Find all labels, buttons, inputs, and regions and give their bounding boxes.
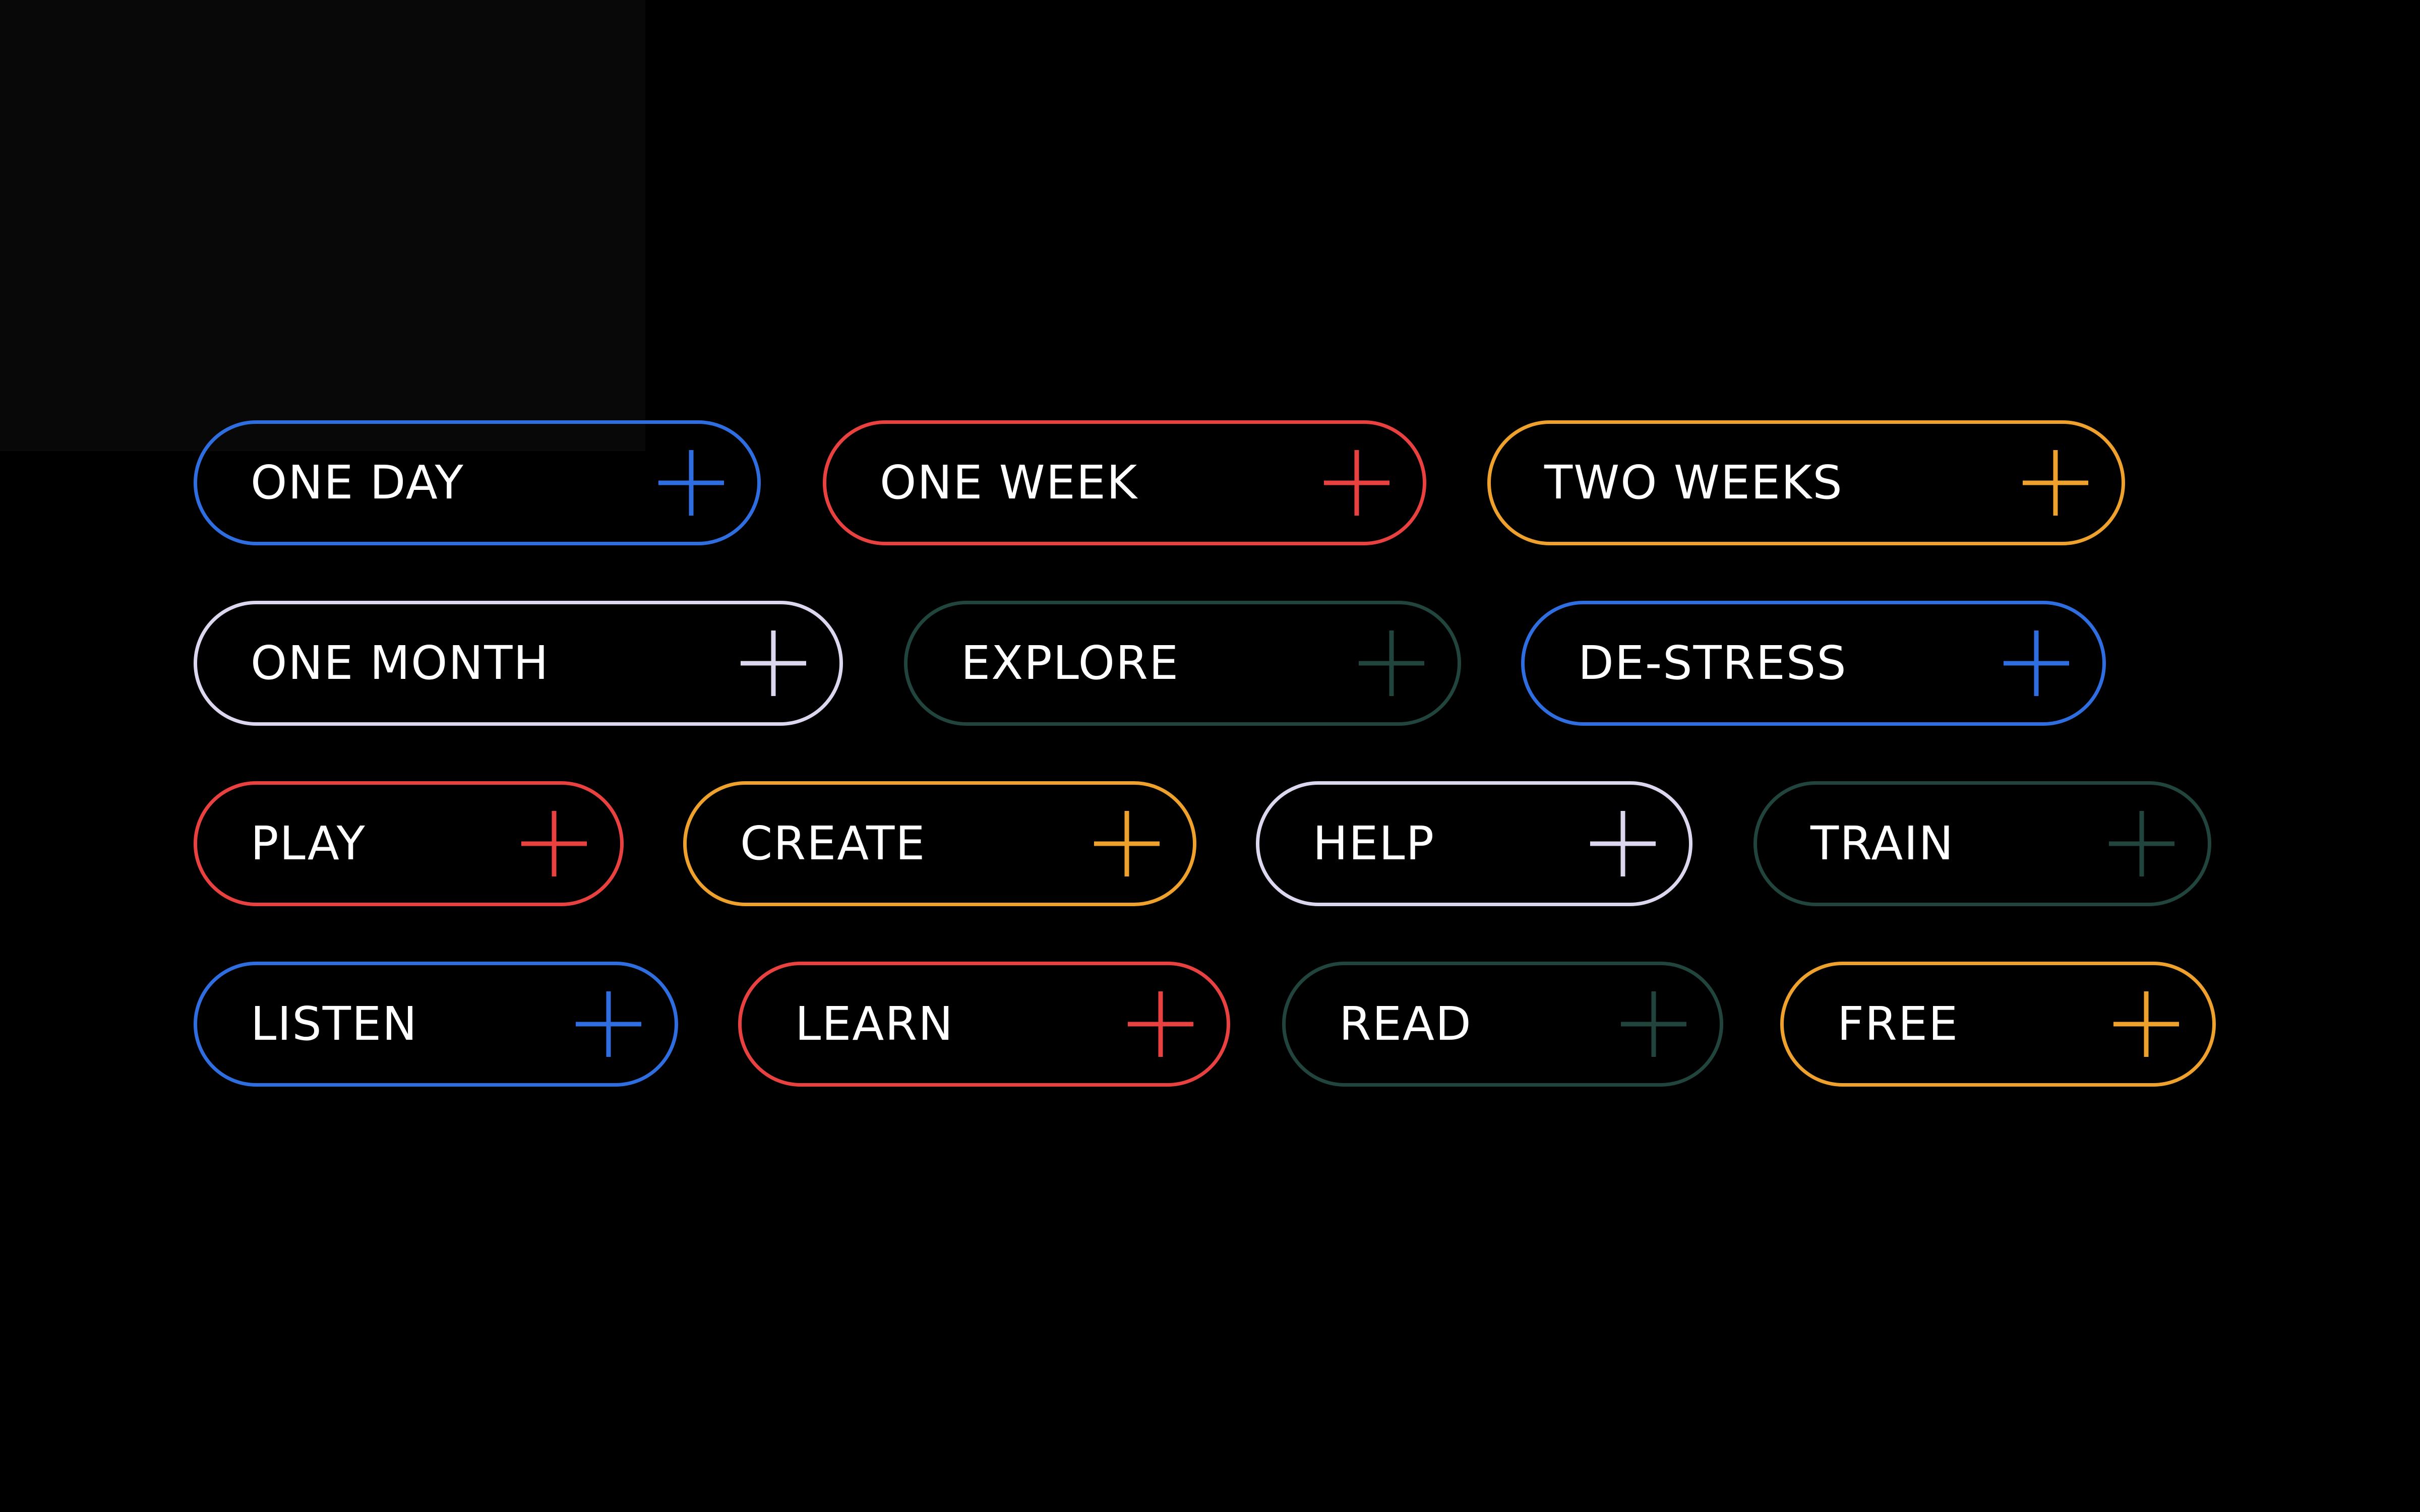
chip-label: FREE	[1837, 997, 1959, 1051]
plus-icon	[1128, 991, 1193, 1057]
plus-icon	[1621, 991, 1686, 1057]
chip-one-month[interactable]: ONE MONTH	[194, 601, 843, 726]
chip-row-4: LISTEN LEARN READ FREE	[194, 962, 2420, 1087]
chip-label: TWO WEEKS	[1544, 456, 1843, 510]
plus-icon	[1324, 450, 1389, 516]
chip-row-1: ONE DAY ONE WEEK TWO WEEKS	[194, 420, 2420, 545]
plus-icon	[2004, 631, 2069, 696]
plus-icon	[521, 811, 587, 876]
plus-icon	[741, 631, 806, 696]
chip-explore[interactable]: EXPLORE	[904, 601, 1461, 726]
chip-label: ONE DAY	[251, 456, 464, 510]
chip-row-3: PLAY CREATE HELP TRAIN	[194, 781, 2420, 906]
chip-label: ONE WEEK	[880, 456, 1138, 510]
chip-label: CREATE	[740, 816, 926, 870]
chip-one-day[interactable]: ONE DAY	[194, 420, 761, 545]
plus-icon	[658, 450, 724, 516]
chip-label: READ	[1339, 997, 1472, 1051]
chip-create[interactable]: CREATE	[683, 781, 1196, 906]
plus-icon	[2023, 450, 2088, 516]
plus-icon	[1590, 811, 1656, 876]
chip-two-weeks[interactable]: TWO WEEKS	[1487, 420, 2125, 545]
plus-icon	[1359, 631, 1424, 696]
chip-free[interactable]: FREE	[1780, 962, 2216, 1087]
chip-train[interactable]: TRAIN	[1753, 781, 2211, 906]
chip-read[interactable]: READ	[1282, 962, 1723, 1087]
chip-label: ONE MONTH	[251, 636, 550, 690]
chip-one-week[interactable]: ONE WEEK	[823, 420, 1426, 545]
chip-label: LEARN	[795, 997, 954, 1051]
plus-icon	[576, 991, 641, 1057]
chip-help[interactable]: HELP	[1256, 781, 1692, 906]
plus-icon	[1094, 811, 1160, 876]
plus-icon	[2109, 811, 2174, 876]
chip-label: EXPLORE	[961, 636, 1180, 690]
chip-label: HELP	[1313, 816, 1435, 870]
chip-row-2: ONE MONTH EXPLORE DE-STRESS	[194, 601, 2420, 726]
chip-listen[interactable]: LISTEN	[194, 962, 678, 1087]
chip-label: PLAY	[251, 816, 366, 870]
plus-icon	[2113, 991, 2179, 1057]
background-panel	[0, 0, 645, 451]
chip-play[interactable]: PLAY	[194, 781, 624, 906]
tag-chip-grid: ONE DAY ONE WEEK TWO WEEKS ONE MONTH EXP…	[194, 420, 2420, 1087]
chip-de-stress[interactable]: DE-STRESS	[1521, 601, 2106, 726]
chip-label: LISTEN	[251, 997, 418, 1051]
chip-label: DE-STRESS	[1578, 636, 1847, 690]
chip-learn[interactable]: LEARN	[738, 962, 1230, 1087]
chip-label: TRAIN	[1810, 816, 1955, 870]
